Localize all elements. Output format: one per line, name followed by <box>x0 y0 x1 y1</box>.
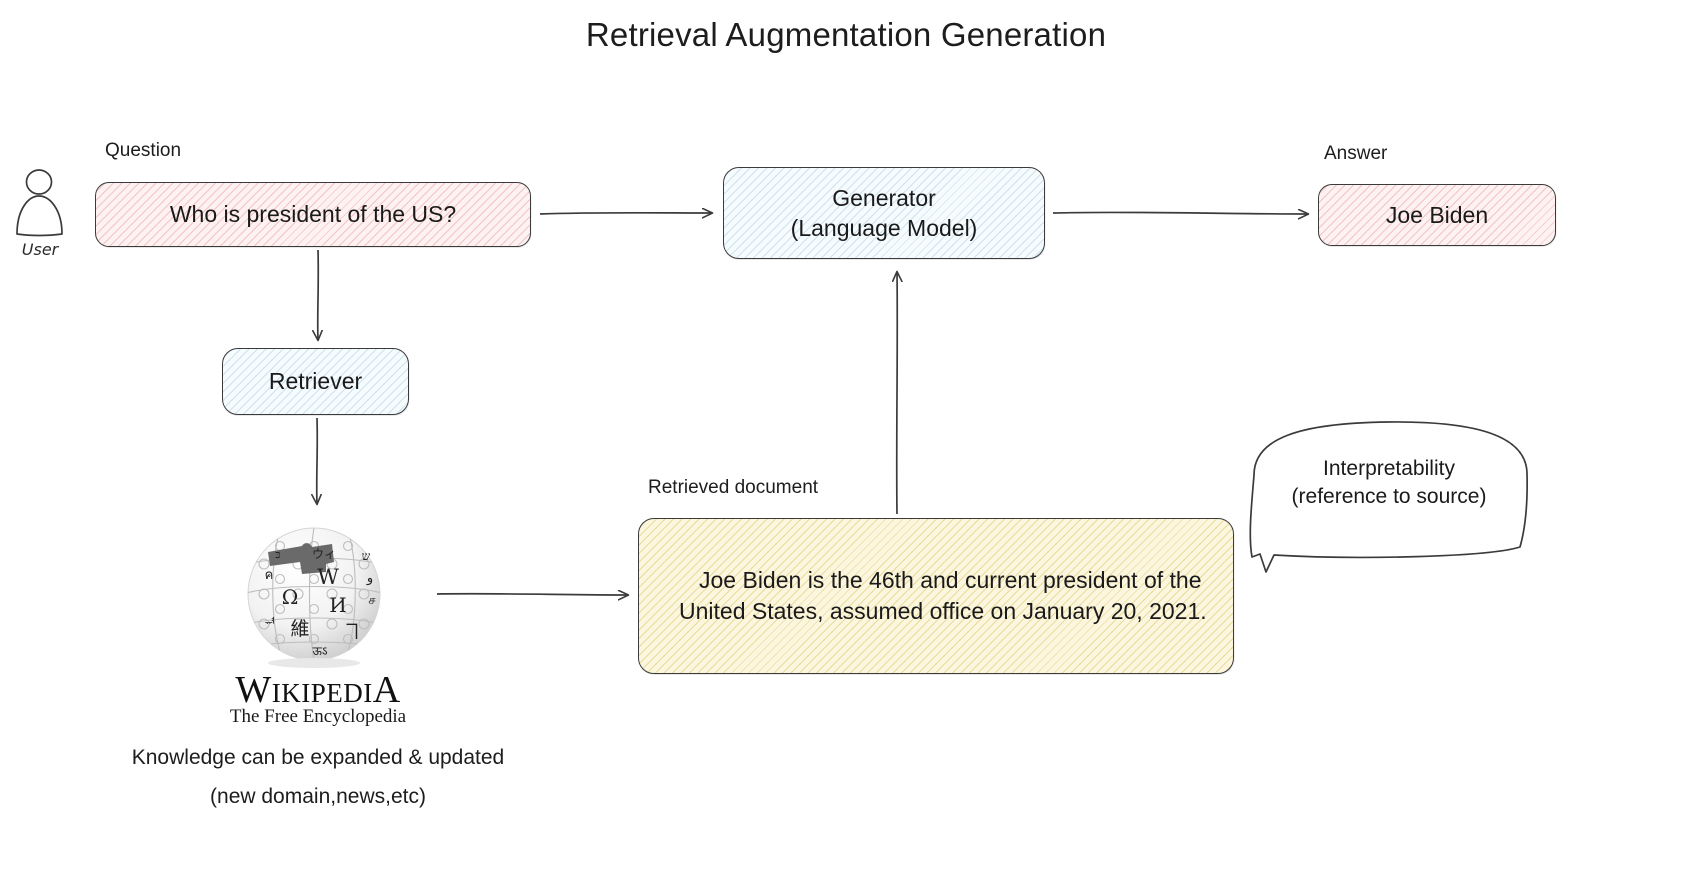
wikipedia-globe-icon: W Ω И 維 ヿ ค ச و ウィ ש ᆑ ऊऽ כּ <box>247 527 381 668</box>
arrow-generator-to-answer <box>1052 212 1308 214</box>
generator-subtitle: (Language Model) <box>790 215 978 241</box>
knowledge-note-line-1: Knowledge can be expanded & updated <box>131 746 505 769</box>
svg-text:ש: ש <box>362 549 371 563</box>
callout-line-1: Interpretability <box>1323 457 1455 480</box>
knowledge-note-line-2: (new domain,news,etc) <box>210 785 426 808</box>
interpretability-callout-text: Interpretability (reference to source) <box>1255 455 1523 512</box>
arrow-document-to-generator <box>897 272 898 515</box>
wikipedia-wordmark: WIKIPEDIA <box>180 668 456 712</box>
answer-label: Answer <box>1324 143 1388 164</box>
user-label: User <box>21 240 59 259</box>
svg-text:維: 維 <box>290 618 309 640</box>
svg-text:و: و <box>366 571 373 586</box>
wikipedia-wordmark-w: W <box>235 669 272 711</box>
svg-text:ᆑ: ᆑ <box>264 616 275 630</box>
svg-text:W: W <box>317 565 339 589</box>
wikipedia-wordmark-a: A <box>372 669 401 711</box>
question-text: Who is president of the US? <box>169 201 457 228</box>
svg-text:ウィ: ウィ <box>312 547 336 561</box>
arrow-question-to-generator <box>539 213 712 214</box>
arrow-retriever-to-wikipedia <box>317 417 318 504</box>
wikipedia-tagline: The Free Encyclopedia <box>229 706 407 727</box>
user-person-icon <box>16 169 63 237</box>
wikipedia-wordmark-mid: IKIPEDI <box>271 678 373 708</box>
svg-text:И: И <box>329 593 346 617</box>
svg-text:ค: ค <box>265 568 274 583</box>
retriever-box[interactable]: Retriever <box>222 348 409 415</box>
svg-text:ச: ச <box>368 593 375 608</box>
question-box[interactable]: Who is president of the US? <box>95 182 531 247</box>
retriever-label: Retriever <box>268 368 363 395</box>
svg-text:ऊऽ: ऊऽ <box>312 644 327 658</box>
retrieved-document-box[interactable]: Joe Biden is the 46th and current presid… <box>638 518 1234 674</box>
generator-box[interactable]: Generator (Language Model) <box>723 167 1045 259</box>
retrieved-document-text: Joe Biden is the 46th and current presid… <box>679 567 1207 624</box>
generator-text: Generator (Language Model) <box>791 183 978 244</box>
svg-text:כּ: כּ <box>275 548 280 561</box>
question-label: Question <box>105 140 182 161</box>
svg-text:Ω: Ω <box>282 585 299 609</box>
interpretability-callout-bubble <box>1249 421 1529 573</box>
arrow-question-to-retriever <box>318 249 319 340</box>
answer-box[interactable]: Joe Biden <box>1318 184 1556 246</box>
svg-text:ヿ: ヿ <box>343 622 361 643</box>
arrow-wikipedia-to-document <box>436 594 628 595</box>
page-title: Retrieval Augmentation Generation <box>585 16 1107 53</box>
answer-text: Joe Biden <box>1385 201 1489 228</box>
callout-line-2: (reference to source) <box>1291 485 1487 509</box>
retrieved-document-label: Retrieved document <box>648 477 819 498</box>
generator-title: Generator <box>832 184 936 211</box>
